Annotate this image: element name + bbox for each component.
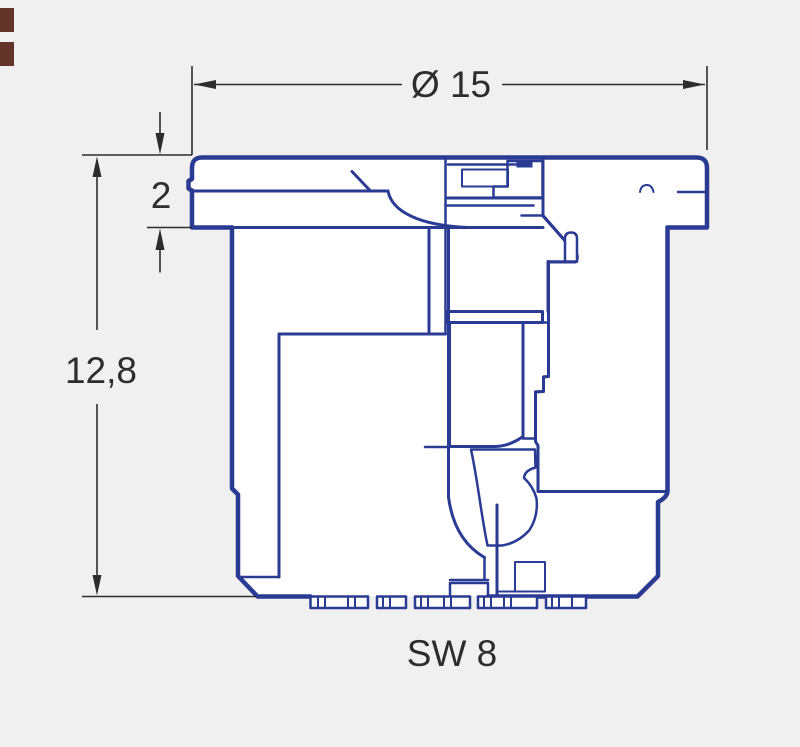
bore-details (423, 214, 579, 598)
total-height-arrow-top (92, 156, 102, 177)
bore-notch (563, 231, 579, 263)
body-right-outline (485, 225, 670, 599)
body-left-outline (229, 225, 313, 599)
outlet-fillet-curve (447, 495, 486, 559)
cap-outline (186, 155, 710, 230)
swirl-plate (446, 310, 544, 324)
serration-ticks (317, 595, 573, 609)
retainer-step-lines (496, 561, 546, 593)
flange-lip-notch (639, 184, 655, 193)
cap-fillet-curve (386, 189, 470, 229)
outer-contours (186, 155, 710, 599)
dimension-lines (82, 66, 708, 598)
gasket-section-hatch (461, 168, 509, 188)
wrench-size-label: SW 8 (407, 633, 497, 674)
total-height-arrow-bottom (92, 575, 102, 596)
bore-wall-strip-hatch (521, 321, 550, 440)
edge-artifact-markers (0, 8, 14, 66)
orifice-slot-fill (516, 160, 533, 168)
diameter-arrow-right (683, 80, 705, 89)
cap-height-label: 2 (151, 175, 172, 216)
dimension-labels: Ø 15 2 12,8 SW 8 (65, 64, 497, 674)
total-height-label: 12,8 (65, 350, 137, 391)
diameter-arrow-left (194, 80, 216, 89)
wedge-section-hatch (469, 448, 539, 547)
serrated-edge-band (309, 595, 588, 610)
swirl-insert-body (448, 321, 525, 448)
cap-notch-tick (350, 170, 372, 193)
cap-height-arrow-top (155, 133, 165, 155)
orifice-insert-assembly (446, 159, 544, 207)
cap-height-arrow-bottom (155, 228, 165, 250)
diameter-label: Ø 15 (411, 64, 491, 105)
